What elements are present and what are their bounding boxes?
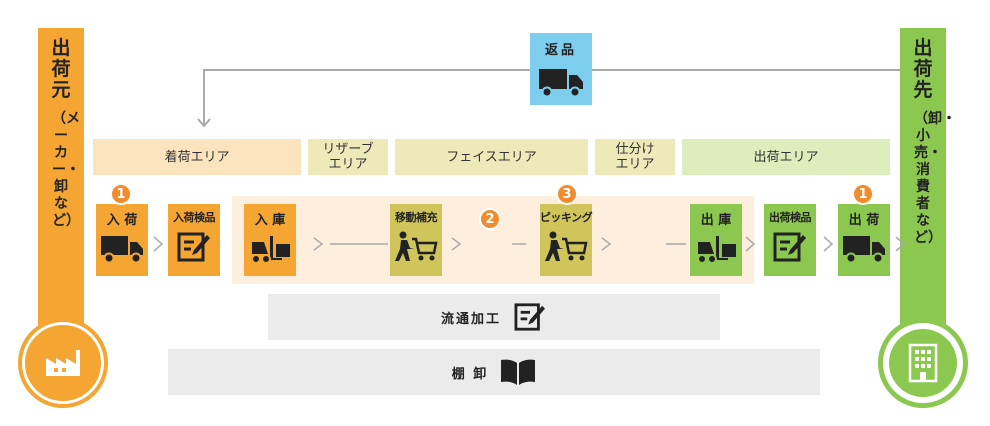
checklist-icon xyxy=(177,232,210,262)
inventory-count-bar: 棚 卸 xyxy=(168,349,820,395)
step-receiving-inspection: 入荷検品 xyxy=(168,204,220,276)
shipper-origin-title: 出荷元 xyxy=(51,37,71,101)
factory-circle xyxy=(18,318,108,408)
step-badge: 1 xyxy=(852,183,874,205)
arrow-right-icon xyxy=(451,237,526,251)
step-badge: 3 xyxy=(556,183,578,205)
step-receiving: 入 荷 xyxy=(96,204,148,276)
ship-destination-title: 出荷先 xyxy=(913,37,933,101)
truck-icon xyxy=(101,236,143,264)
step-shipping-label: 出 荷 xyxy=(848,213,880,228)
building-circle xyxy=(878,318,968,408)
cart-person-icon xyxy=(545,231,588,261)
step-storage: 入 庫 xyxy=(244,204,296,276)
step-shipping: 出 荷 xyxy=(838,204,890,276)
area-face: フェイスエリア xyxy=(395,139,588,175)
truck-icon xyxy=(843,236,885,264)
step-picking: ピッキング xyxy=(539,204,593,276)
distribution-processing-bar: 流通加工 xyxy=(268,294,720,340)
step-retrieval-label: 出 庫 xyxy=(700,213,732,228)
forklift-icon xyxy=(251,236,290,264)
ship-destination-bar: 出荷先 （卸・小売・消費者など） xyxy=(900,28,956,338)
step-storage-label: 入 庫 xyxy=(254,213,286,228)
cart-person-icon xyxy=(395,231,438,261)
area-arrival: 着荷エリア xyxy=(93,139,301,175)
return-label: 返品 xyxy=(544,43,577,58)
shipper-origin-bar: 出荷元 （メーカー・卸など） xyxy=(38,28,84,338)
arrow-right-icon xyxy=(895,236,906,252)
step-retrieval: 出 庫 xyxy=(690,204,742,276)
area-sorting: 仕分け エリア xyxy=(595,139,675,175)
shipper-origin-subtitle: （メーカー・卸など） xyxy=(52,111,80,229)
inventory-count-label: 棚 卸 xyxy=(451,366,489,382)
arrow-right-icon xyxy=(313,237,388,251)
arrow-right-icon xyxy=(823,236,834,252)
checklist-icon xyxy=(773,232,806,262)
book-icon xyxy=(501,359,536,385)
ship-destination-subtitle: （卸・小売・消費者など） xyxy=(914,111,956,246)
truck-icon xyxy=(539,69,583,98)
step-receiving-label: 入 荷 xyxy=(106,213,138,228)
return-box: 返品 xyxy=(530,33,592,105)
step-badge: 1 xyxy=(110,183,132,205)
step-shipping-inspection-label: 出荷検品 xyxy=(769,211,812,224)
step-shipping-inspection: 出荷検品 xyxy=(764,204,816,276)
step-receiving-inspection-label: 入荷検品 xyxy=(173,211,216,224)
arrow-right-icon xyxy=(601,237,686,251)
area-shipping: 出荷エリア xyxy=(682,139,890,175)
arrow-right-icon xyxy=(745,236,756,252)
building-icon xyxy=(908,343,938,383)
step-badge: 2 xyxy=(479,208,501,230)
step-replenishment-label: 移動補充 xyxy=(395,211,438,224)
arrow-right-icon xyxy=(153,236,164,252)
forklift-icon xyxy=(697,236,736,264)
checklist-icon xyxy=(514,303,545,331)
step-picking-label: ピッキング xyxy=(539,211,593,224)
step-replenishment: 移動補充 xyxy=(390,204,442,276)
factory-icon xyxy=(46,350,80,376)
distribution-processing-label: 流通加工 xyxy=(440,311,501,327)
area-reserve: リザーブ エリア xyxy=(308,139,388,175)
